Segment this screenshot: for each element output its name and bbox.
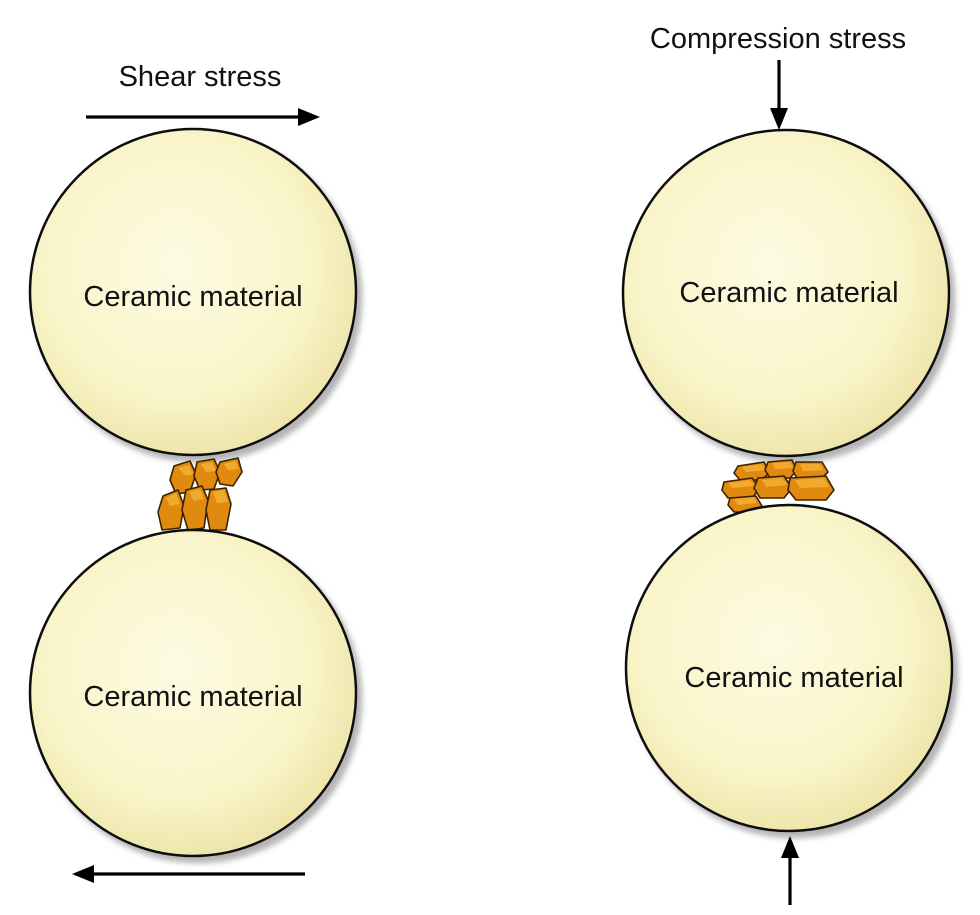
shear-top-sphere-label: Ceramic material (83, 281, 302, 313)
compression-bottom-sphere-label: Ceramic material (684, 662, 903, 694)
compression-panel: Compression stress Ceramic material (621, 23, 954, 905)
compression-arrow-top (770, 60, 788, 130)
compression-particle-cluster (721, 459, 835, 513)
compression-bottom-sphere: Ceramic material (624, 503, 954, 833)
shear-particle-cluster (157, 457, 243, 531)
compression-top-sphere-label: Ceramic material (679, 277, 898, 309)
shear-arrow-bottom (72, 865, 305, 883)
shear-top-sphere: Ceramic material (28, 127, 358, 457)
compression-arrow-bottom (781, 836, 799, 905)
shear-stress-label: Shear stress (119, 61, 282, 93)
shear-bottom-sphere-label: Ceramic material (83, 681, 302, 713)
shear-bottom-sphere: Ceramic material (28, 528, 358, 858)
shear-panel: Shear stress Ceramic material (28, 61, 358, 883)
compression-top-sphere: Ceramic material (621, 128, 951, 458)
compression-stress-label: Compression stress (650, 23, 906, 55)
shear-arrow-top (86, 108, 320, 126)
